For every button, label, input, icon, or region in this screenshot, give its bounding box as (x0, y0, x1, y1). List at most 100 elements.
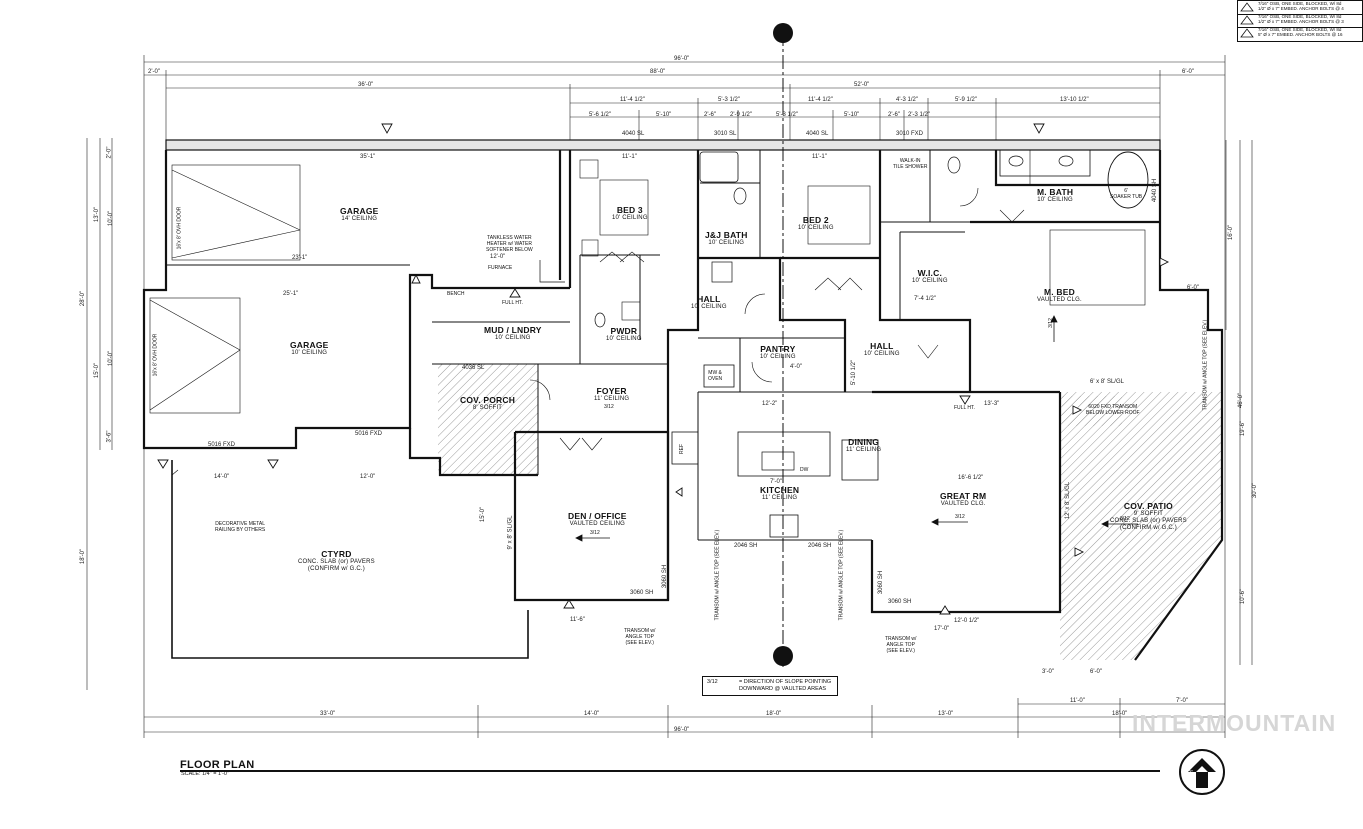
slope-label: 3/12 (604, 404, 614, 410)
dimension-label: 16'-0" (1228, 224, 1235, 241)
section-marker-bottom-icon (773, 646, 793, 666)
transom-note-vertical: TRANSOM w/ ANGLE TOP (SEE ELEV.) (838, 529, 845, 621)
window-callout: 3060 SH (888, 599, 912, 605)
slope-label: 3/12 (1047, 318, 1054, 328)
dimension-label: 10'-0" (108, 210, 115, 227)
dimension-label: 12'-2" (762, 401, 778, 407)
dimension-label: 46'-0" (1238, 392, 1245, 409)
dimension-label: 96'-0" (674, 56, 690, 62)
title-rule (180, 770, 1160, 772)
dimension-label: 11'-6" (570, 617, 585, 623)
hatched-areas (438, 364, 1222, 660)
dimension-label: 28'-0" (80, 290, 87, 307)
shear-wall-tag-icon (1240, 28, 1254, 38)
transom-note-den: TRANSOM w/ANGLE TOP(SEE ELEV.) (624, 628, 656, 646)
dimension-label: 96'-0" (674, 727, 690, 733)
dimension-label: 4'-0" (790, 364, 802, 370)
dimension-label: 35'-1" (360, 154, 376, 160)
north-arrow-icon: NORTH (1179, 749, 1225, 795)
dimension-label: 52'-0" (854, 82, 870, 88)
dimension-label: 5'-9 1/2" (955, 97, 977, 103)
watermark: INTERMOUNTAIN (1132, 710, 1337, 736)
window-callout: 3060 SH (878, 570, 885, 595)
dimension-label: 15'-0" (480, 506, 487, 523)
dimension-label: 13'-10 1/2" (1060, 97, 1089, 103)
dimension-label: 11'-4 1/2" (808, 97, 833, 103)
dimension-label: 13'-3" (984, 401, 1000, 407)
shear-wall-tags (157, 123, 1170, 615)
dimension-label: 13'-0" (938, 711, 954, 717)
dimension-label: 88'-0" (650, 69, 666, 75)
dimension-label: 2'-0" (106, 146, 113, 159)
dimension-label: 18'-0" (80, 548, 87, 565)
overhead-door-label: 16'x 8' OVH DOOR (152, 333, 159, 377)
dimension-label: 13'-0" (94, 206, 101, 223)
shear-wall-tag-icon (1240, 15, 1254, 25)
bench-note: BENCH (447, 291, 465, 297)
section-marker-top-icon (773, 23, 793, 43)
dimension-label: 14'-0" (584, 711, 600, 717)
window-callout: 4040 SL (622, 131, 645, 137)
dimension-label: 14'-0" (214, 474, 230, 480)
dimension-label: 2'-6" (704, 112, 716, 118)
window-callout: 3060 SH (630, 590, 654, 596)
drawing-title: FLOOR PLAN (180, 759, 255, 771)
slope-legend: 3/12 = DIRECTION OF SLOPE POINTING DOWNW… (702, 676, 838, 696)
drawing-scale: SCALE: 1/4" = 1'-0" (181, 771, 229, 777)
dimension-label: 10'-0" (108, 350, 115, 367)
dimension-label: 2'-6" (888, 112, 900, 118)
full-height-note: FULL HT. (954, 405, 975, 411)
dimension-label: 25'-1" (283, 291, 299, 297)
dimension-label: 3'-6" (106, 430, 113, 443)
dimension-label: 5'-3 1/2" (776, 112, 798, 118)
dimension-label: 5'-3 1/2" (718, 97, 740, 103)
window-callout: 4036 SL (462, 365, 485, 371)
window-callout: 3060 SH (662, 564, 669, 589)
slope-label: 3/12 (590, 530, 600, 536)
window-callout: 3010 SL (714, 131, 737, 137)
dimension-label: 36'-0" (358, 82, 374, 88)
dimension-label: 3'-0" (1042, 669, 1054, 675)
dimension-label: 7'-0" (1176, 698, 1188, 704)
dimension-label: 15'-0" (94, 362, 101, 379)
dimension-label: 30'-0" (1252, 482, 1259, 499)
dimension-lines (86, 55, 1253, 738)
transom-note-great-room: TRANSOM w/ANGLE TOP(SEE ELEV.) (885, 636, 917, 654)
window-callout: 6' x 8' SL/GL (1090, 379, 1124, 385)
dimension-label: 5'-6 1/2" (589, 112, 611, 118)
window-callout: 9' x 8' SL/GL (507, 515, 514, 550)
dimension-label: 33'-0" (320, 711, 336, 717)
slope-label: 3/12 (955, 514, 965, 520)
dimension-label: 11'-1" (812, 154, 827, 160)
dimension-label: 12'-0 1/2" (954, 618, 980, 624)
window-callout: 4040 SH (1152, 178, 1159, 203)
window-callout: 12' x 8' SL/GL (1065, 481, 1072, 520)
dimension-label: 17'-0" (934, 626, 950, 632)
dimension-label: 10'-6" (1240, 588, 1247, 605)
